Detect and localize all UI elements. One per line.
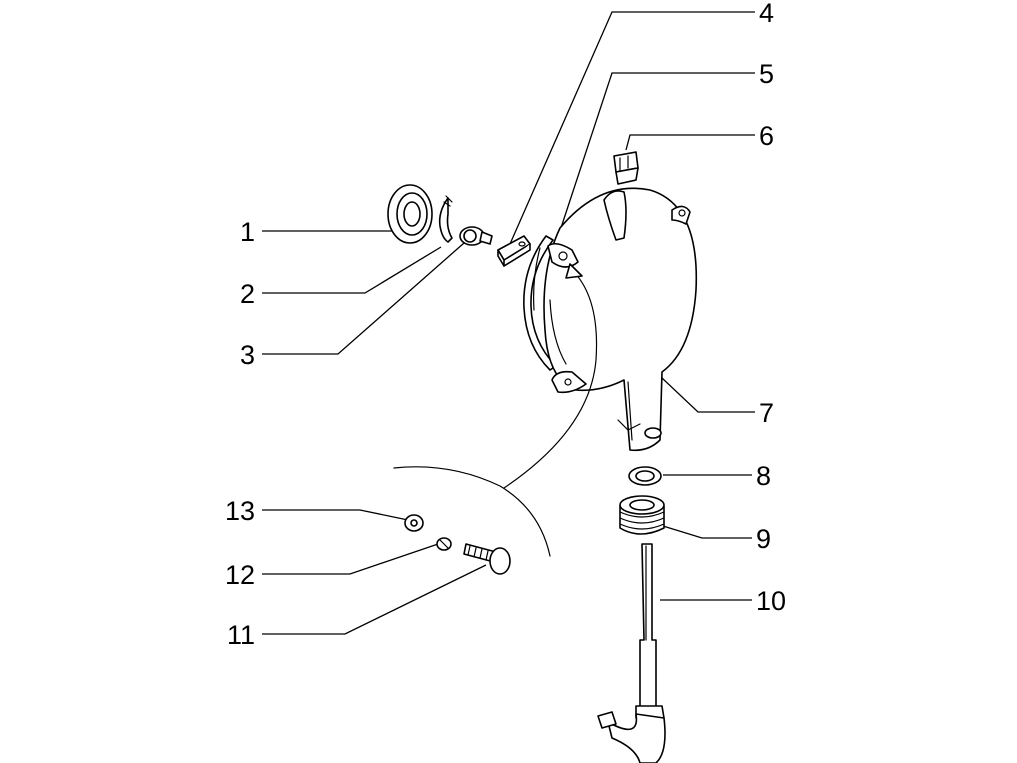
callout-9: 9 (756, 524, 771, 554)
leader-3 (262, 242, 465, 355)
callout-4: 4 (759, 0, 774, 28)
callout-2: 2 (240, 279, 255, 309)
leader-lines (262, 11, 755, 635)
callout-3: 3 (240, 340, 255, 370)
clip-part (438, 195, 453, 243)
pulley-part (459, 226, 493, 246)
bolt-part (463, 543, 511, 575)
callout-11: 11 (227, 620, 255, 650)
worm-gear-part (619, 495, 665, 535)
callout-10: 10 (756, 586, 786, 616)
callout-12: 12 (225, 560, 255, 590)
callout-13: 13 (225, 496, 255, 526)
callout-5: 5 (759, 59, 774, 89)
leader-11 (262, 564, 487, 635)
callout-6: 6 (759, 121, 774, 151)
small-washer-part (404, 514, 424, 532)
washer-part (628, 466, 662, 486)
bracket-part (497, 235, 531, 267)
leader-6 (625, 134, 755, 151)
plug-part (613, 151, 639, 185)
leader-12 (262, 542, 442, 575)
callout-labels: 1 2 3 4 5 6 7 8 9 10 11 12 13 (225, 0, 786, 650)
leader-5 (554, 72, 755, 247)
seal-ring-part (387, 184, 433, 244)
spring-washer-part (436, 537, 452, 551)
cable-part (393, 263, 598, 557)
leader-13 (262, 509, 409, 521)
callout-8: 8 (756, 461, 771, 491)
leader-9 (662, 525, 752, 539)
cover-housing-part (543, 187, 698, 452)
callout-1: 1 (240, 217, 255, 247)
leader-2 (262, 246, 442, 294)
leader-7 (661, 377, 755, 413)
callout-7: 7 (759, 398, 774, 428)
shaft-part (597, 543, 666, 763)
leader-4 (509, 11, 755, 245)
